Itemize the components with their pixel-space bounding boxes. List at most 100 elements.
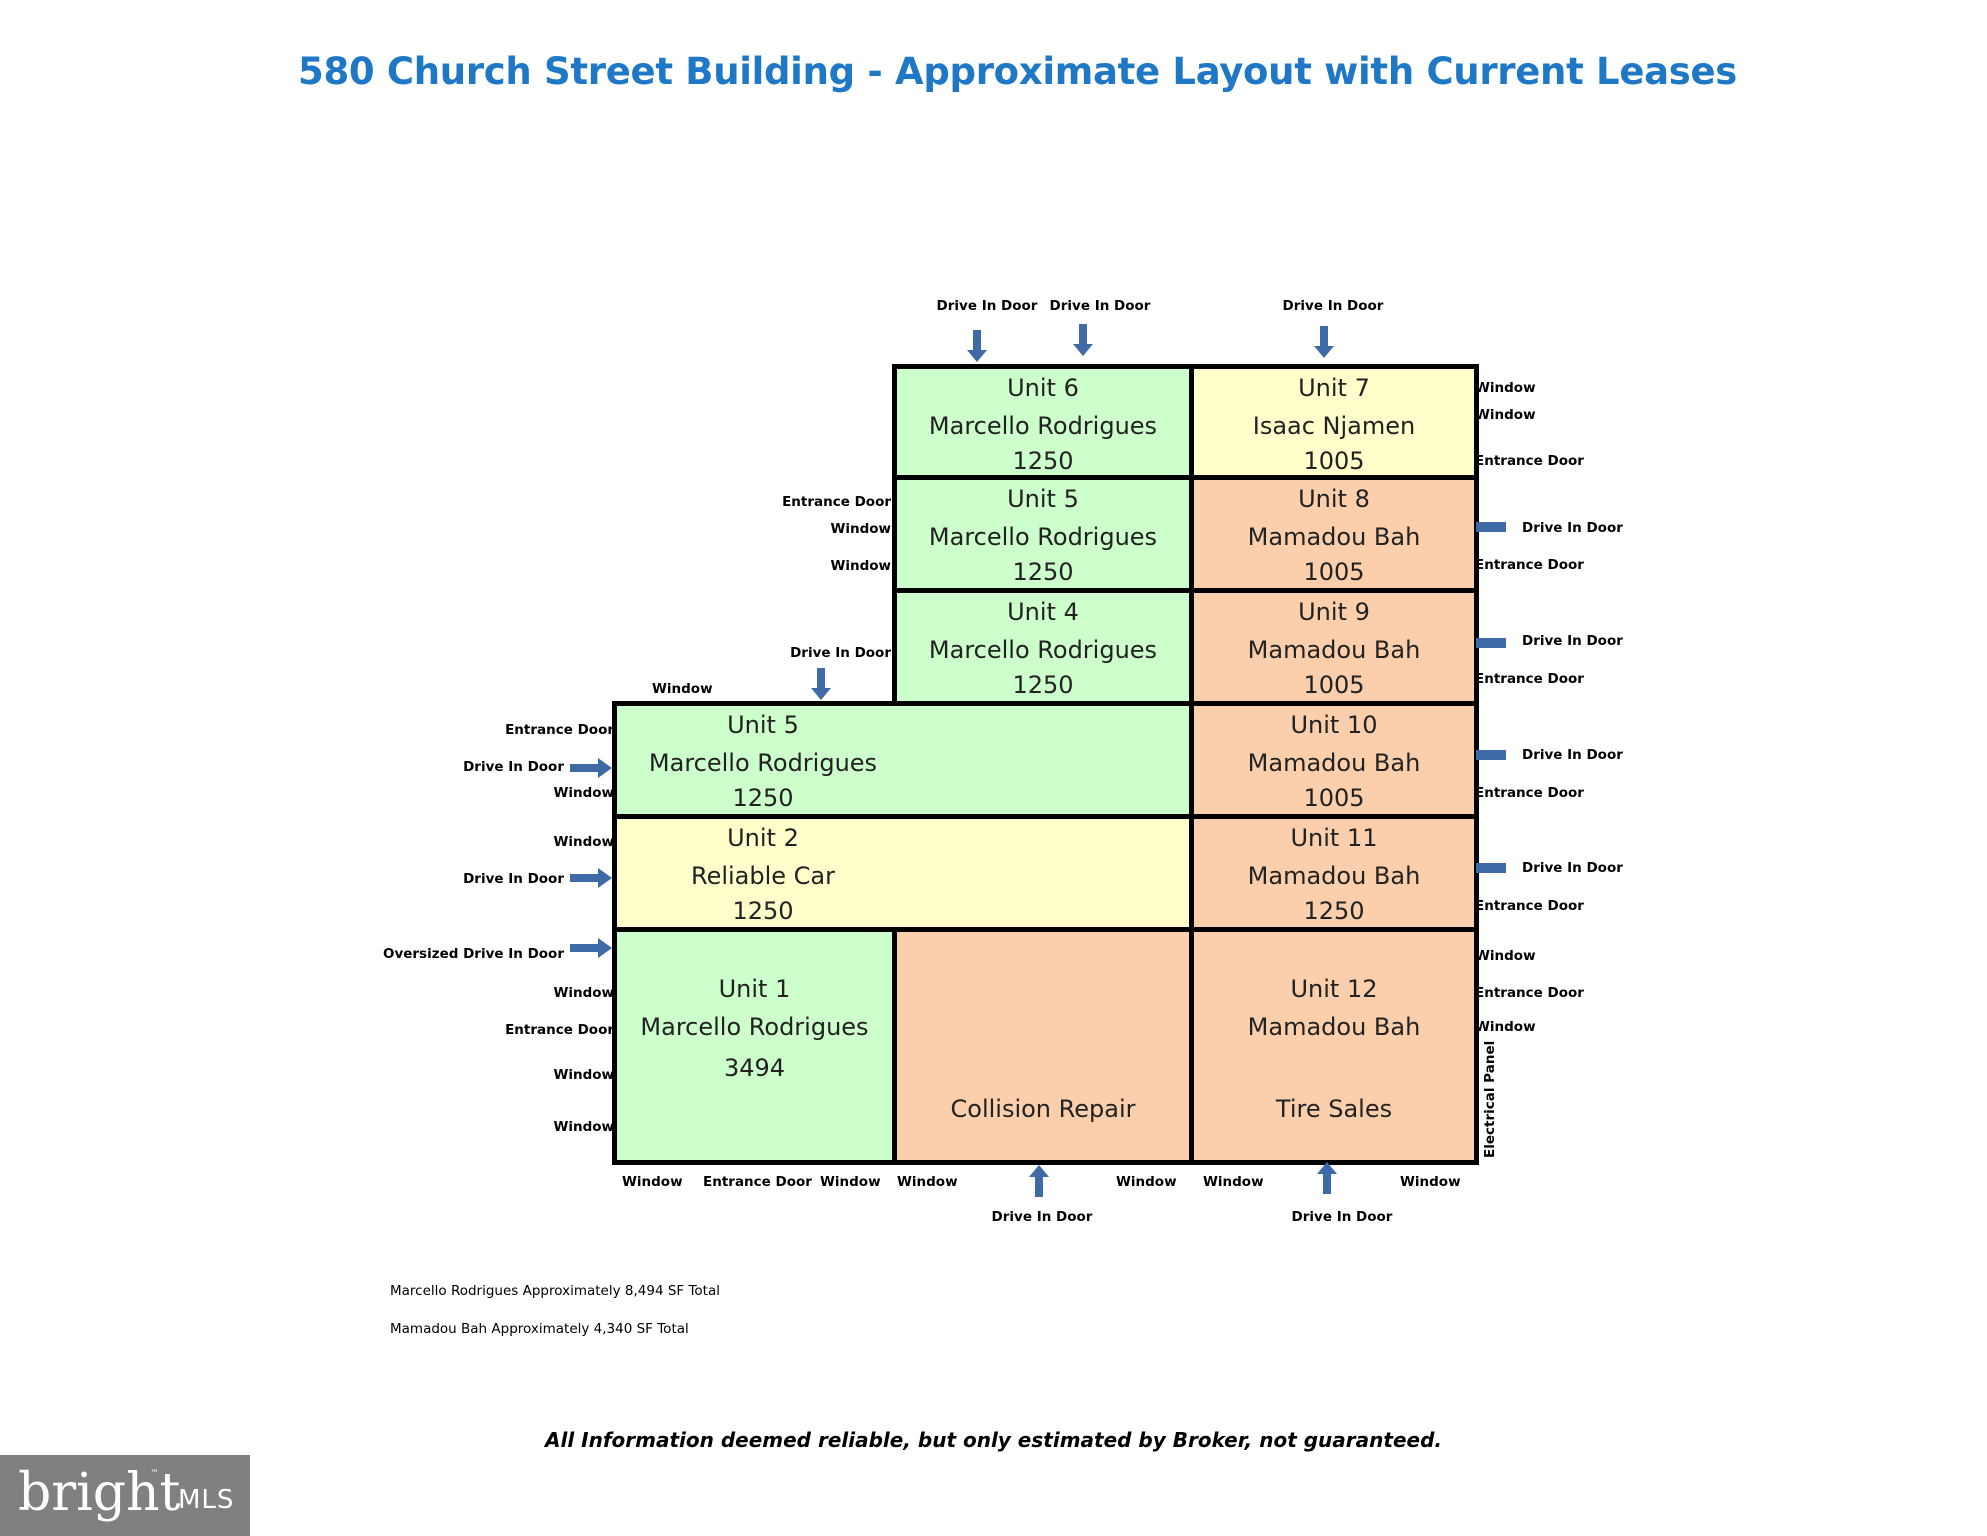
- bright-mls-logo: bright ™ MLS: [0, 1455, 250, 1536]
- page-title: 580 Church Street Building - Approximate…: [298, 50, 1738, 93]
- arrow-right-icon: [570, 868, 612, 888]
- right-window-4: Window: [1475, 1019, 1536, 1035]
- bottom-window-6: Window: [1400, 1174, 1461, 1190]
- unit-2-tenant: Reliable Car: [690, 862, 836, 890]
- arrow-left-icon: [1476, 750, 1506, 760]
- unit-7-sf: 1005: [1303, 447, 1365, 475]
- bottom-window-5: Window: [1203, 1174, 1264, 1190]
- bottom-window-2: Window: [820, 1174, 881, 1190]
- left-drive-in-door-1: Drive In Door: [463, 759, 564, 775]
- right-entrance-door-1: Entrance Door: [1475, 453, 1584, 469]
- left-window-upper-2: Window: [830, 558, 891, 574]
- left-window-notch: Window: [652, 681, 713, 697]
- bottom-window-1: Window: [622, 1174, 683, 1190]
- unit-6-tenant: Marcello Rodrigues: [928, 412, 1158, 440]
- unit-6-box: Unit 6 Marcello Rodrigues 1250: [892, 364, 1194, 480]
- left-entrance-door-1: Entrance Door: [505, 722, 614, 738]
- right-entrance-door-3: Entrance Door: [1475, 671, 1584, 687]
- unit-8-sf: 1005: [1303, 558, 1365, 586]
- arrow-up-icon: [1029, 1165, 1049, 1197]
- arrow-right-icon: [570, 938, 612, 958]
- electrical-panel-label: Electrical Panel: [1482, 1040, 1498, 1158]
- right-entrance-door-5: Entrance Door: [1475, 898, 1584, 914]
- bottom-drive-in-door-1: Drive In Door: [991, 1209, 1093, 1225]
- collision-repair-label: Collision Repair: [950, 1095, 1136, 1123]
- left-window-1: Window: [553, 785, 614, 801]
- unit-10-tenant: Mamadou Bah: [1247, 749, 1421, 777]
- arrow-left-icon: [1476, 638, 1506, 648]
- logo-mls: MLS: [178, 1485, 235, 1515]
- bottom-window-4: Window: [1116, 1174, 1177, 1190]
- right-drive-in-door-1: Drive In Door: [1522, 520, 1623, 536]
- logo-tm: ™: [150, 1469, 159, 1479]
- bottom-window-3: Window: [897, 1174, 958, 1190]
- note-marcello-total: Marcello Rodrigues Approximately 8,494 S…: [390, 1283, 720, 1299]
- arrow-right-icon: [570, 758, 612, 778]
- unit-9-sf: 1005: [1303, 671, 1365, 699]
- left-entrance-door-upper: Entrance Door: [782, 494, 891, 510]
- unit-7-tenant: Isaac Njamen: [1252, 412, 1416, 440]
- right-drive-in-door-4: Drive In Door: [1522, 860, 1623, 876]
- unit-5-lower-box: Unit 5 Marcello Rodrigues 1250: [612, 701, 1194, 819]
- unit-1-box: Unit 1 Marcello Rodrigues 3494: [612, 927, 897, 1165]
- unit-12-name: Unit 12: [1290, 975, 1378, 1003]
- arrow-left-icon: [1476, 863, 1506, 873]
- top-drive-in-door-2: Drive In Door: [1049, 298, 1151, 314]
- unit-12-use: Tire Sales: [1275, 1095, 1393, 1123]
- unit-9-box: Unit 9 Mamadou Bah 1005: [1189, 588, 1479, 706]
- unit-6-sf: 1250: [1012, 447, 1074, 475]
- arrow-down-icon: [1314, 326, 1334, 358]
- arrow-left-icon: [1476, 522, 1506, 532]
- unit-6-name: Unit 6: [1007, 374, 1079, 402]
- right-window-1: Window: [1475, 380, 1536, 396]
- unit-8-tenant: Mamadou Bah: [1247, 523, 1421, 551]
- unit-9-name: Unit 9: [1298, 598, 1370, 626]
- right-window-2: Window: [1475, 407, 1536, 423]
- arrow-down-icon: [967, 330, 987, 362]
- unit-2-sf: 1250: [732, 897, 794, 925]
- unit-5-upper-tenant: Marcello Rodrigues: [928, 523, 1158, 551]
- unit-10-sf: 1005: [1303, 784, 1365, 812]
- unit-12-box: Unit 12 Mamadou Bah Tire Sales: [1189, 927, 1479, 1165]
- left-entrance-door-2: Entrance Door: [505, 1022, 614, 1038]
- arrow-down-icon: [811, 668, 831, 700]
- bottom-drive-in-door-2: Drive In Door: [1291, 1209, 1393, 1225]
- unit-12-tenant: Mamadou Bah: [1247, 1013, 1421, 1041]
- unit-5-lower-tenant: Marcello Rodrigues: [648, 749, 878, 777]
- right-drive-in-door-3: Drive In Door: [1522, 747, 1623, 763]
- left-window-3: Window: [553, 985, 614, 1001]
- right-drive-in-door-2: Drive In Door: [1522, 633, 1623, 649]
- unit-10-name: Unit 10: [1290, 711, 1378, 739]
- left-window-2: Window: [553, 834, 614, 850]
- unit-1-name: Unit 1: [718, 975, 791, 1003]
- unit-2-name: Unit 2: [727, 824, 799, 852]
- right-entrance-door-4: Entrance Door: [1475, 785, 1584, 801]
- unit-7-name: Unit 7: [1298, 374, 1370, 402]
- unit-10-box: Unit 10 Mamadou Bah 1005: [1189, 701, 1479, 819]
- top-drive-in-door-1: Drive In Door: [936, 298, 1038, 314]
- left-drive-in-door-2: Drive In Door: [463, 871, 564, 887]
- left-oversized-drive-in-door: Oversized Drive In Door: [382, 946, 564, 962]
- left-window-upper-1: Window: [830, 521, 891, 537]
- unit-5-upper-name: Unit 5: [1007, 485, 1079, 513]
- unit-11-tenant: Mamadou Bah: [1247, 862, 1421, 890]
- arrow-down-icon: [1073, 324, 1093, 356]
- unit-1-sf: 3494: [723, 1054, 786, 1082]
- unit-9-tenant: Mamadou Bah: [1247, 636, 1421, 664]
- unit-5-lower-sf: 1250: [732, 784, 794, 812]
- unit-11-sf: 1250: [1303, 897, 1365, 925]
- left-window-5: Window: [553, 1119, 614, 1135]
- logo-word: bright: [18, 1463, 181, 1523]
- unit-8-name: Unit 8: [1298, 485, 1370, 513]
- unit-4-name: Unit 4: [1007, 598, 1079, 626]
- right-entrance-door-2: Entrance Door: [1475, 557, 1584, 573]
- left-window-4: Window: [553, 1067, 614, 1083]
- left-drive-in-door-upper: Drive In Door: [790, 645, 891, 661]
- unit-5-upper-sf: 1250: [1012, 558, 1074, 586]
- arrow-up-icon: [1317, 1162, 1337, 1194]
- right-entrance-door-6: Entrance Door: [1475, 985, 1584, 1001]
- unit-1-tenant: Marcello Rodrigues: [640, 1013, 869, 1041]
- disclaimer: All Information deemed reliable, but onl…: [545, 1428, 1442, 1452]
- right-window-3: Window: [1475, 948, 1536, 964]
